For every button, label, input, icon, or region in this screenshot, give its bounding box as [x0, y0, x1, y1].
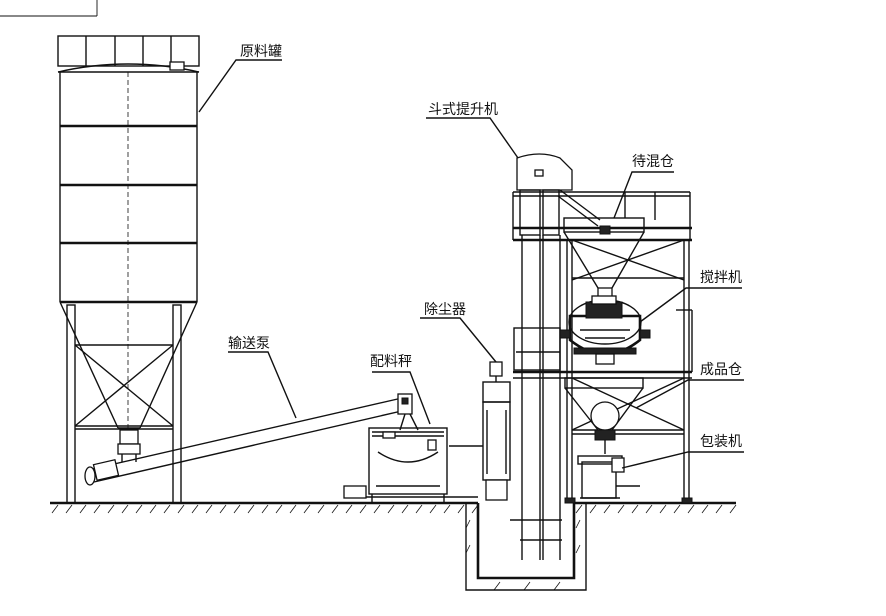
label-dust-collector: 除尘器 — [424, 302, 466, 318]
label-mixer-group: 搅拌机 — [639, 270, 742, 323]
batching-scale — [343, 427, 478, 503]
label-dust-group: 除尘器 — [420, 302, 497, 363]
raw-material-silo — [57, 35, 200, 504]
label-packing-group: 包装机 — [621, 434, 744, 469]
label-waiting-bin: 待混仓 — [632, 154, 674, 170]
elevator-pit — [465, 503, 587, 591]
label-mixer: 搅拌机 — [700, 270, 742, 286]
label-batching-scale: 配料秤 — [370, 354, 412, 370]
bucket-elevator — [510, 153, 601, 560]
label-product-bin: 成品仓 — [700, 362, 742, 378]
packing-machine — [577, 455, 640, 499]
label-silo-group: 原料罐 — [198, 44, 282, 113]
label-conveyor-group: 输送泵 — [228, 336, 297, 419]
label-screw-conveyor: 输送泵 — [228, 336, 270, 352]
label-product-bin-group: 成品仓 — [635, 362, 744, 409]
label-elevator-group: 斗式提升机 — [426, 102, 519, 159]
drawing-frame — [0, 0, 98, 17]
label-bucket-elevator: 斗式提升机 — [428, 102, 498, 118]
label-scale-group: 配料秤 — [370, 354, 431, 425]
label-packing-machine: 包装机 — [700, 434, 742, 450]
screw-conveyor — [84, 393, 419, 486]
ground-line — [50, 501, 737, 514]
waiting-bin — [563, 217, 645, 299]
product-bin — [564, 377, 644, 454]
label-silo: 原料罐 — [240, 44, 282, 60]
dust-collector — [449, 361, 511, 501]
mixer — [559, 295, 651, 365]
label-waiting-bin-group: 待混仓 — [613, 154, 674, 219]
